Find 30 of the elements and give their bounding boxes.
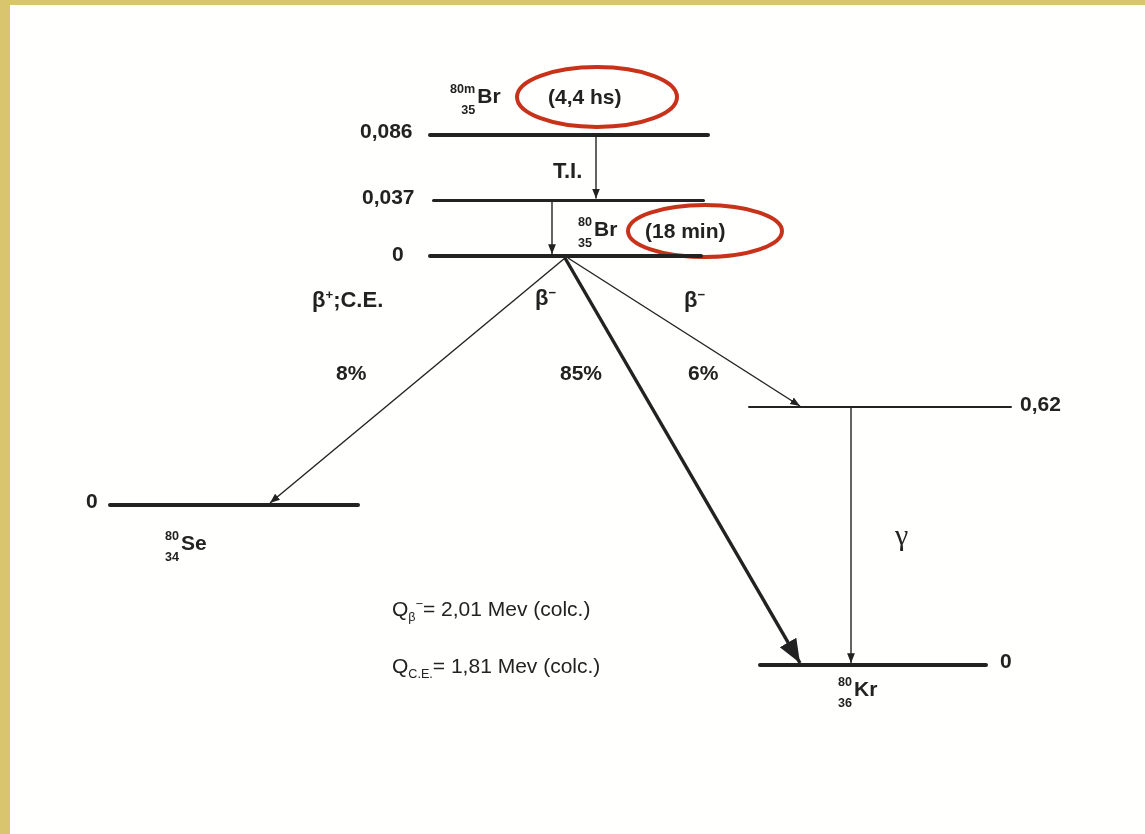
energy-level-line xyxy=(748,406,1012,408)
edge-label: β$^{−}$ xyxy=(684,288,706,312)
arrow xyxy=(592,136,600,200)
energy-value: 0,086 xyxy=(360,120,413,141)
edge-label: γ xyxy=(895,520,909,550)
energy-value: 0 xyxy=(1000,650,1012,671)
branch-percent: 85% xyxy=(560,362,603,383)
energy-value: 0,62 xyxy=(1020,393,1061,414)
energy-value: 0,037 xyxy=(362,186,415,207)
energy-value: 0 xyxy=(392,243,404,264)
energy-level-line xyxy=(428,254,703,258)
arrow xyxy=(847,407,855,664)
energy-level-line xyxy=(428,133,710,137)
energy-value: 0 xyxy=(86,490,98,511)
half-life: (18 min) xyxy=(645,220,726,241)
branch-percent: 8% xyxy=(336,362,367,383)
energy-level-line xyxy=(432,198,705,202)
q-value-note: Q$_{C.E.}$= 1,81 Mev (colc.) xyxy=(392,655,601,681)
arrow xyxy=(269,257,566,504)
edge-label: β$^{−}$ xyxy=(535,286,557,310)
arrow xyxy=(548,200,556,255)
half-life: (4,4 hs) xyxy=(548,86,622,107)
energy-level-line xyxy=(108,503,360,507)
edge-label: T.I. xyxy=(553,160,583,182)
arrow xyxy=(563,257,802,664)
energy-level-line xyxy=(758,663,988,667)
edge-label: β$^{+}$;C.E. xyxy=(312,288,384,312)
arrow xyxy=(567,257,801,407)
branch-percent: 6% xyxy=(688,362,719,383)
q-value-note: Q$_{β}$$^{−}$= 2,01 Mev (colc.) xyxy=(392,598,591,624)
